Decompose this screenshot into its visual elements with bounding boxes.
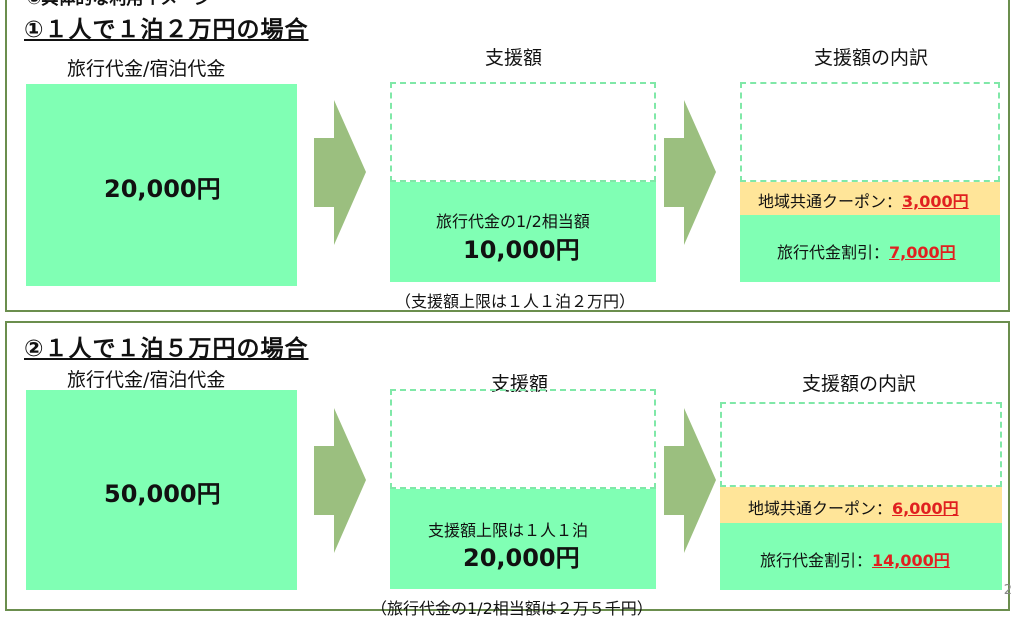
case1-coupon-label: 地域共通クーポン： (758, 192, 903, 211)
case1-support-label: 支援額 (485, 47, 543, 69)
case2-travel-label: 旅行代金/宿泊代金 (67, 369, 226, 391)
case1-coupon-amount: 3,000円 (902, 192, 969, 211)
case1-panel: ③具体的な利用イメージ ①１人で１泊２万円の場合 旅行代金/宿泊代金 20,00… (5, 0, 1010, 312)
case1-arrow-1-icon (314, 100, 366, 245)
case1-breakdown-label: 支援額の内訳 (814, 47, 929, 69)
case1-arrow-2-icon (664, 100, 716, 245)
case1-discount-box: 旅行代金割引：7,000円 (740, 215, 1000, 282)
case2-discount-amount: 14,000円 (872, 551, 950, 570)
case2-panel: ②１人で１泊５万円の場合 旅行代金/宿泊代金 50,000円 支援額 支援額上限… (5, 321, 1010, 618)
case2-travel-box: 50,000円 (26, 390, 297, 590)
case2-coupon-amount: 6,000円 (892, 499, 959, 518)
case2-support-note: （旅行代金の1/2相当額は２万５千円） (371, 599, 653, 618)
case2-discount-box: 旅行代金割引：14,000円 (720, 523, 1002, 590)
case2-travel-amount: 50,000円 (104, 480, 221, 508)
section-header: ③具体的な利用イメージ (27, 0, 211, 9)
case1-support-caption: 旅行代金の1/2相当額 (436, 212, 590, 231)
case2-title: ②１人で１泊５万円の場合 (24, 336, 309, 362)
case1-support-dashed-box (390, 82, 656, 182)
case2-arrow-2-icon (664, 408, 716, 553)
case2-breakdown-dashed-box (720, 402, 1002, 487)
case1-support-note: （支援額上限は１人１泊２万円） (395, 292, 636, 311)
case1-discount-amount: 7,000円 (889, 243, 956, 262)
case1-support-box: 旅行代金の1/2相当額 10,000円 (390, 182, 656, 282)
case1-discount-label: 旅行代金割引： (777, 243, 890, 262)
case2-arrow-1-icon (314, 408, 366, 553)
case2-support-amount: 20,000円 (463, 544, 580, 572)
case1-support-amount: 10,000円 (463, 236, 580, 264)
case2-support-dashed-box (390, 389, 656, 489)
case2-support-caption: 支援額上限は１人１泊 (428, 521, 589, 540)
case1-title: ①１人で１泊２万円の場合 (24, 17, 309, 43)
case1-breakdown-dashed-box (740, 82, 1000, 182)
case1-coupon-box: 地域共通クーポン：3,000円 (740, 182, 1000, 215)
page-number: 2 (1003, 583, 1012, 598)
case2-discount-label: 旅行代金割引： (760, 551, 873, 570)
case2-coupon-box: 地域共通クーポン：6,000円 (720, 487, 1002, 523)
case2-breakdown-label: 支援額の内訳 (802, 373, 917, 395)
case2-coupon-label: 地域共通クーポン： (748, 499, 893, 518)
case2-support-box: 支援額上限は１人１泊 20,000円 (390, 489, 656, 589)
case1-travel-box: 20,000円 (26, 84, 297, 286)
case1-travel-amount: 20,000円 (104, 175, 221, 203)
case1-travel-label: 旅行代金/宿泊代金 (67, 58, 226, 80)
